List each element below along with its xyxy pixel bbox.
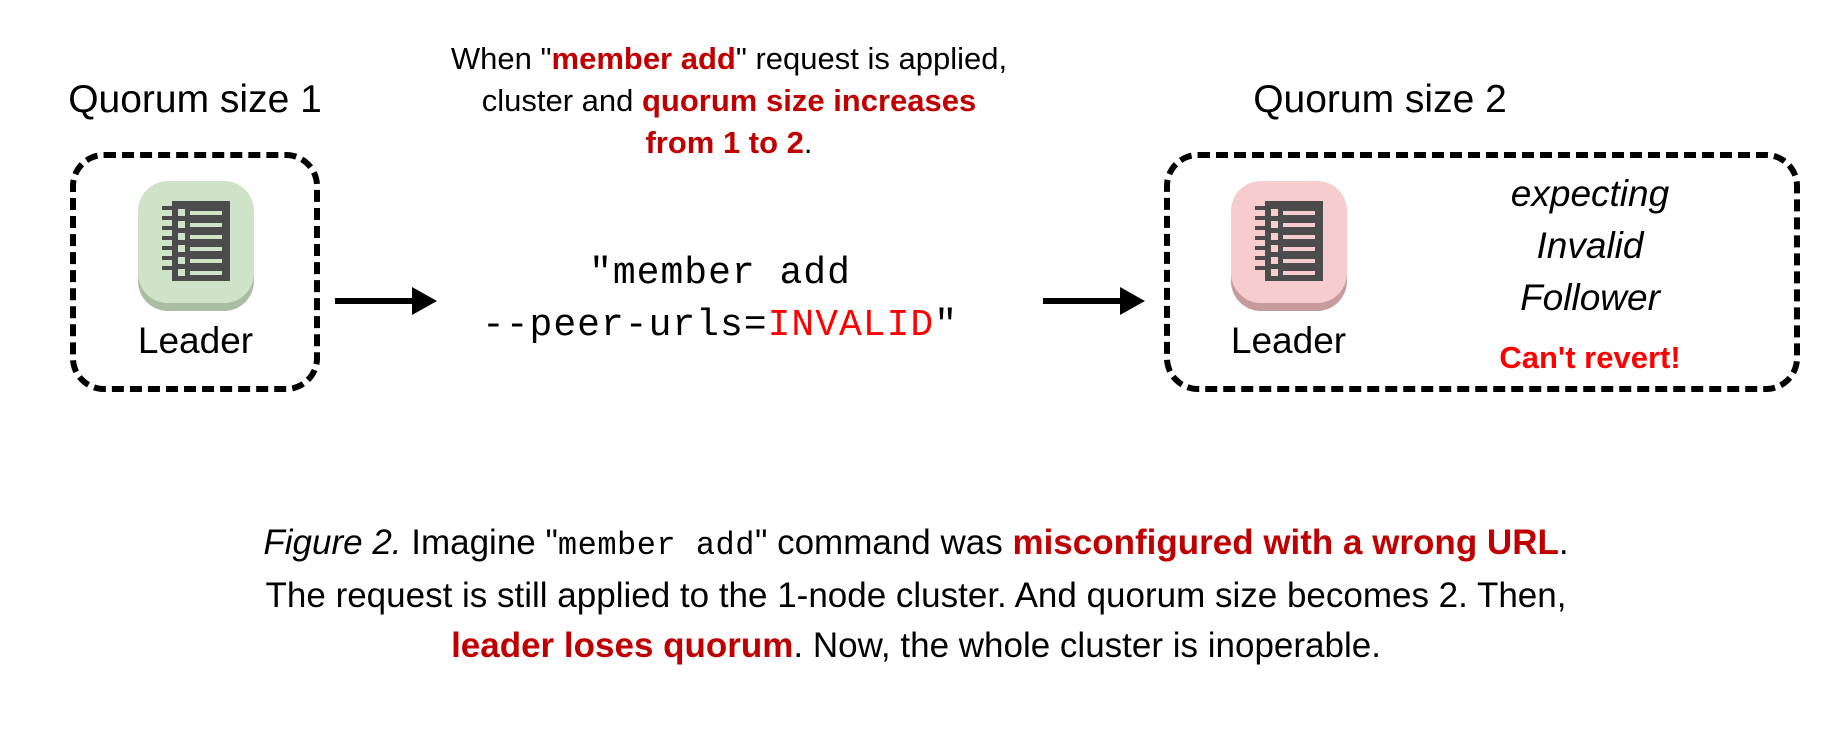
- top-note-l1-emphasis: member add: [551, 41, 736, 76]
- right-cluster-node: Leader: [1196, 175, 1381, 363]
- command-line-2: --peer-urls=INVALID": [440, 300, 1000, 352]
- server-glyph: [161, 201, 230, 281]
- figure-caption: Figure 2. Imagine "member add" command w…: [46, 518, 1786, 671]
- caption-line-3: leader loses quorum. Now, the whole clus…: [46, 621, 1786, 671]
- top-annotation-line-2: cluster and quorum size increases: [404, 80, 1054, 122]
- status-line-2: Invalid: [1536, 225, 1644, 266]
- caption-line-2: The request is still applied to the 1-no…: [265, 576, 1567, 615]
- top-note-l1-a: When ": [450, 41, 552, 76]
- server-rows: [177, 209, 226, 281]
- top-annotation-line-1: When "member add" request is applied,: [404, 38, 1054, 80]
- caption-l3-b: . Now, the whole cluster is inoperable.: [793, 626, 1381, 665]
- right-cluster-title: Quorum size 2: [1253, 78, 1507, 121]
- left-cluster-title: Quorum size 1: [68, 78, 322, 121]
- server-rack-icon: [134, 175, 258, 311]
- right-node-label: Leader: [1230, 320, 1347, 361]
- command-invalid-value: INVALID: [767, 304, 935, 347]
- top-annotation-line-3: from 1 to 2.: [404, 122, 1054, 164]
- server-rack-icon: [1227, 175, 1351, 311]
- command-line-1: "member add: [589, 252, 851, 295]
- server-glyph: [1254, 201, 1323, 281]
- caption-l1-b: " command was: [754, 523, 1013, 562]
- arrow-right-icon: [335, 287, 437, 315]
- caption-figure-label: Figure 2.: [263, 523, 402, 562]
- caption-l3-emphasis: leader loses quorum: [451, 626, 794, 665]
- top-note-l1-b: " request is applied,: [735, 41, 1008, 76]
- command-text: "member add --peer-urls=INVALID": [440, 248, 1000, 352]
- top-note-l3-b: .: [803, 125, 813, 160]
- top-note-l2-emphasis: quorum size increases: [642, 83, 977, 118]
- right-cluster-status: expecting Invalid Follower Can't revert!: [1400, 168, 1780, 380]
- status-line-3: Follower: [1520, 277, 1660, 318]
- status-line-1: expecting: [1510, 173, 1670, 214]
- caption-l1-a: Imagine ": [401, 523, 558, 562]
- left-node-label: Leader: [137, 320, 254, 361]
- server-pins: [1254, 206, 1267, 278]
- caption-l1-c: .: [1558, 523, 1569, 562]
- top-note-l3-emphasis: from 1 to 2: [645, 125, 804, 160]
- caption-l1-mono: member add: [557, 527, 755, 564]
- top-annotation: When "member add" request is applied, cl…: [404, 38, 1054, 164]
- server-rows: [1270, 209, 1319, 281]
- command-suffix: ": [934, 304, 959, 347]
- top-note-l2-a: cluster and: [481, 83, 642, 118]
- status-warning-badge: Can't revert!: [1499, 340, 1681, 375]
- command-prefix: --peer-urls=: [481, 304, 768, 347]
- caption-line-1: Figure 2. Imagine "member add" command w…: [46, 518, 1786, 571]
- arrow-right-icon: [1043, 287, 1145, 315]
- caption-l1-emphasis: misconfigured with a wrong URL: [1012, 523, 1559, 562]
- server-pins: [161, 206, 174, 278]
- left-cluster-node: Leader: [103, 175, 288, 363]
